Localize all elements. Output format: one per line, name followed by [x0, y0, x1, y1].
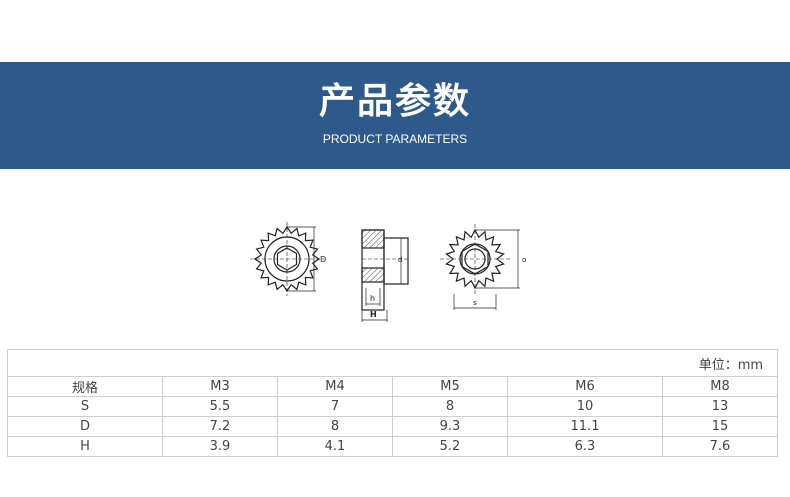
- header-cell: M5: [392, 376, 508, 397]
- spec-table: 单位：mm 规格 M3 M4 M5 M6 M8 S 5.5 7 8 10 13 …: [6, 349, 779, 457]
- back-label-o: o: [522, 256, 526, 264]
- table-cell: 11.1: [507, 416, 663, 437]
- table-row: H 3.9 4.1 5.2 6.3 7.6: [7, 436, 779, 457]
- page-subtitle: PRODUCT PARAMETERS: [322, 132, 468, 146]
- table-cell: 4.1: [277, 436, 393, 457]
- unit-row: 单位：mm: [6, 349, 779, 377]
- table-cell: 13: [661, 396, 779, 417]
- front-view-drawing: [250, 222, 324, 296]
- page-title: 产品参数: [318, 81, 471, 122]
- technical-drawings: D d h H o s: [250, 222, 526, 322]
- table-cell: 7.2: [162, 416, 278, 437]
- table-row: S 5.5 7 8 10 13: [7, 396, 779, 417]
- header-cell: 规格: [7, 376, 163, 397]
- header-cell: M3: [162, 376, 278, 397]
- table-cell: H: [7, 436, 163, 457]
- table-header-row: 规格 M3 M4 M5 M6 M8: [7, 376, 779, 397]
- side-label-h-small: h: [370, 294, 375, 303]
- table-cell: 5.2: [392, 436, 508, 457]
- table-cell: D: [7, 416, 163, 437]
- table-cell: 6.3: [507, 436, 663, 457]
- table-cell: 9.3: [392, 416, 508, 437]
- back-view-drawing: [440, 224, 520, 310]
- table-cell: 5.5: [162, 396, 278, 417]
- header-banner: 产品参数 PRODUCT PARAMETERS: [0, 62, 790, 169]
- table-cell: 3.9: [162, 436, 278, 457]
- side-view-drawing: [361, 229, 410, 322]
- front-label-d: D: [320, 255, 326, 264]
- table-cell: 8: [392, 396, 508, 417]
- table-cell: 15: [661, 416, 779, 437]
- back-label-s: s: [473, 299, 477, 307]
- side-label-h-big: H: [370, 310, 377, 319]
- table-cell: 7: [277, 396, 393, 417]
- table-row: D 7.2 8 9.3 11.1 15: [7, 416, 779, 437]
- unit-label: 单位：mm: [6, 349, 779, 377]
- side-label-d: d: [398, 256, 402, 264]
- header-cell: M6: [507, 376, 663, 397]
- table-cell: 8: [277, 416, 393, 437]
- table-cell: S: [7, 396, 163, 417]
- header-cell: M8: [661, 376, 779, 397]
- table-cell: 7.6: [661, 436, 779, 457]
- header-cell: M4: [277, 376, 393, 397]
- table-cell: 10: [507, 396, 663, 417]
